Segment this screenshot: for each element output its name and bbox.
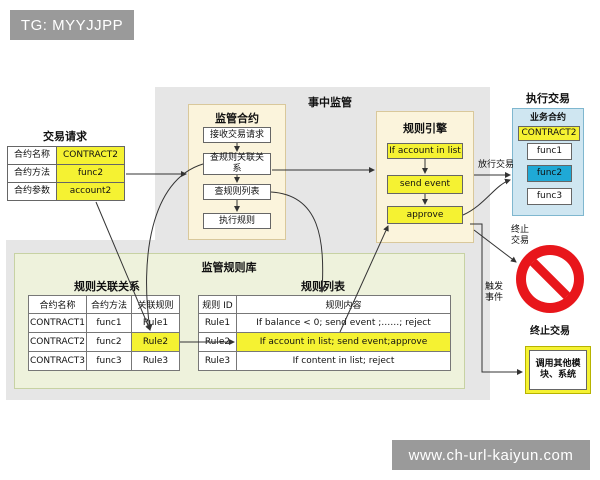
query-relation-step: 查规则关联关系	[203, 153, 271, 175]
relation-cell: func3	[86, 351, 132, 371]
terminate-trade-label: 终止交易	[530, 326, 570, 337]
rule-engine-step-approve: approve	[387, 206, 463, 224]
relation-header: 关联规则	[131, 295, 180, 314]
trade-request-key: 合约方法	[7, 164, 57, 183]
trade-request-key: 合约名称	[7, 146, 57, 165]
rule-engine-step-send-event: send event	[387, 175, 463, 194]
relation-cell: CONTRACT2	[28, 332, 87, 352]
supervision-contract-title: 监管合约	[215, 112, 259, 125]
relation-cell: Rule1	[131, 313, 180, 333]
call-other-panel: 调用其他模块、系统	[525, 346, 591, 394]
watermark-top: TG: MYYJJPP	[10, 10, 134, 40]
trade-request-value: CONTRACT2	[56, 146, 125, 165]
func-item-selected: func2	[527, 165, 572, 182]
execute-trade-title: 执行交易	[526, 92, 570, 105]
trade-request-value: func2	[56, 164, 125, 183]
relation-title: 规则关联关系	[74, 280, 140, 293]
relation-header: 合约名称	[28, 295, 87, 314]
trade-request-key: 合约参数	[7, 182, 57, 201]
terminate-trade-small-label: 终止交易	[510, 225, 529, 246]
rule-list-cell: Rule2	[198, 332, 237, 352]
relation-cell: func2	[86, 332, 132, 352]
release-trade-label: 放行交易	[477, 160, 514, 170]
relation-cell: Rule3	[131, 351, 180, 371]
rule-list-cell: Rule3	[198, 351, 237, 371]
func-item: func1	[527, 143, 572, 160]
rule-list-cell-highlight: If account in list; send event;approve	[236, 332, 451, 352]
watermark-bottom: www.ch-url-kaiyun.com	[392, 440, 590, 470]
event-monitor-title: 事中监管	[308, 96, 352, 109]
trade-request-value: account2	[56, 182, 125, 201]
rule-list-header: 规则 ID	[198, 295, 237, 314]
rule-library-title: 监管规则库	[201, 261, 257, 274]
call-other-box: 调用其他模块、系统	[529, 350, 587, 390]
trade-request-title: 交易请求	[43, 130, 87, 143]
receive-request-step: 接收交易请求	[203, 127, 271, 143]
relation-cell: CONTRACT3	[28, 351, 87, 371]
rule-list-cell: If balance < 0; send event ;……; reject	[236, 313, 451, 333]
relation-cell: CONTRACT1	[28, 313, 87, 333]
relation-header: 合约方法	[86, 295, 132, 314]
business-contract-label: 业务合约	[529, 113, 566, 123]
query-rule-list-step: 查规则列表	[203, 184, 271, 200]
relation-cell-highlight: Rule2	[131, 332, 180, 352]
relation-cell: func1	[86, 313, 132, 333]
rule-list-header: 规则内容	[236, 295, 451, 314]
execute-rule-step: 执行规则	[203, 213, 271, 229]
rule-engine-title: 规则引擎	[403, 122, 447, 135]
business-contract-name: CONTRACT2	[518, 126, 580, 141]
func-item: func3	[527, 188, 572, 205]
trigger-event-label: 触发事件	[484, 282, 503, 303]
rule-engine-step-condition: If account in list	[387, 143, 463, 159]
rule-list-cell: If content in list; reject	[236, 351, 451, 371]
rule-list-title: 规则列表	[301, 280, 345, 293]
rule-list-cell: Rule1	[198, 313, 237, 333]
